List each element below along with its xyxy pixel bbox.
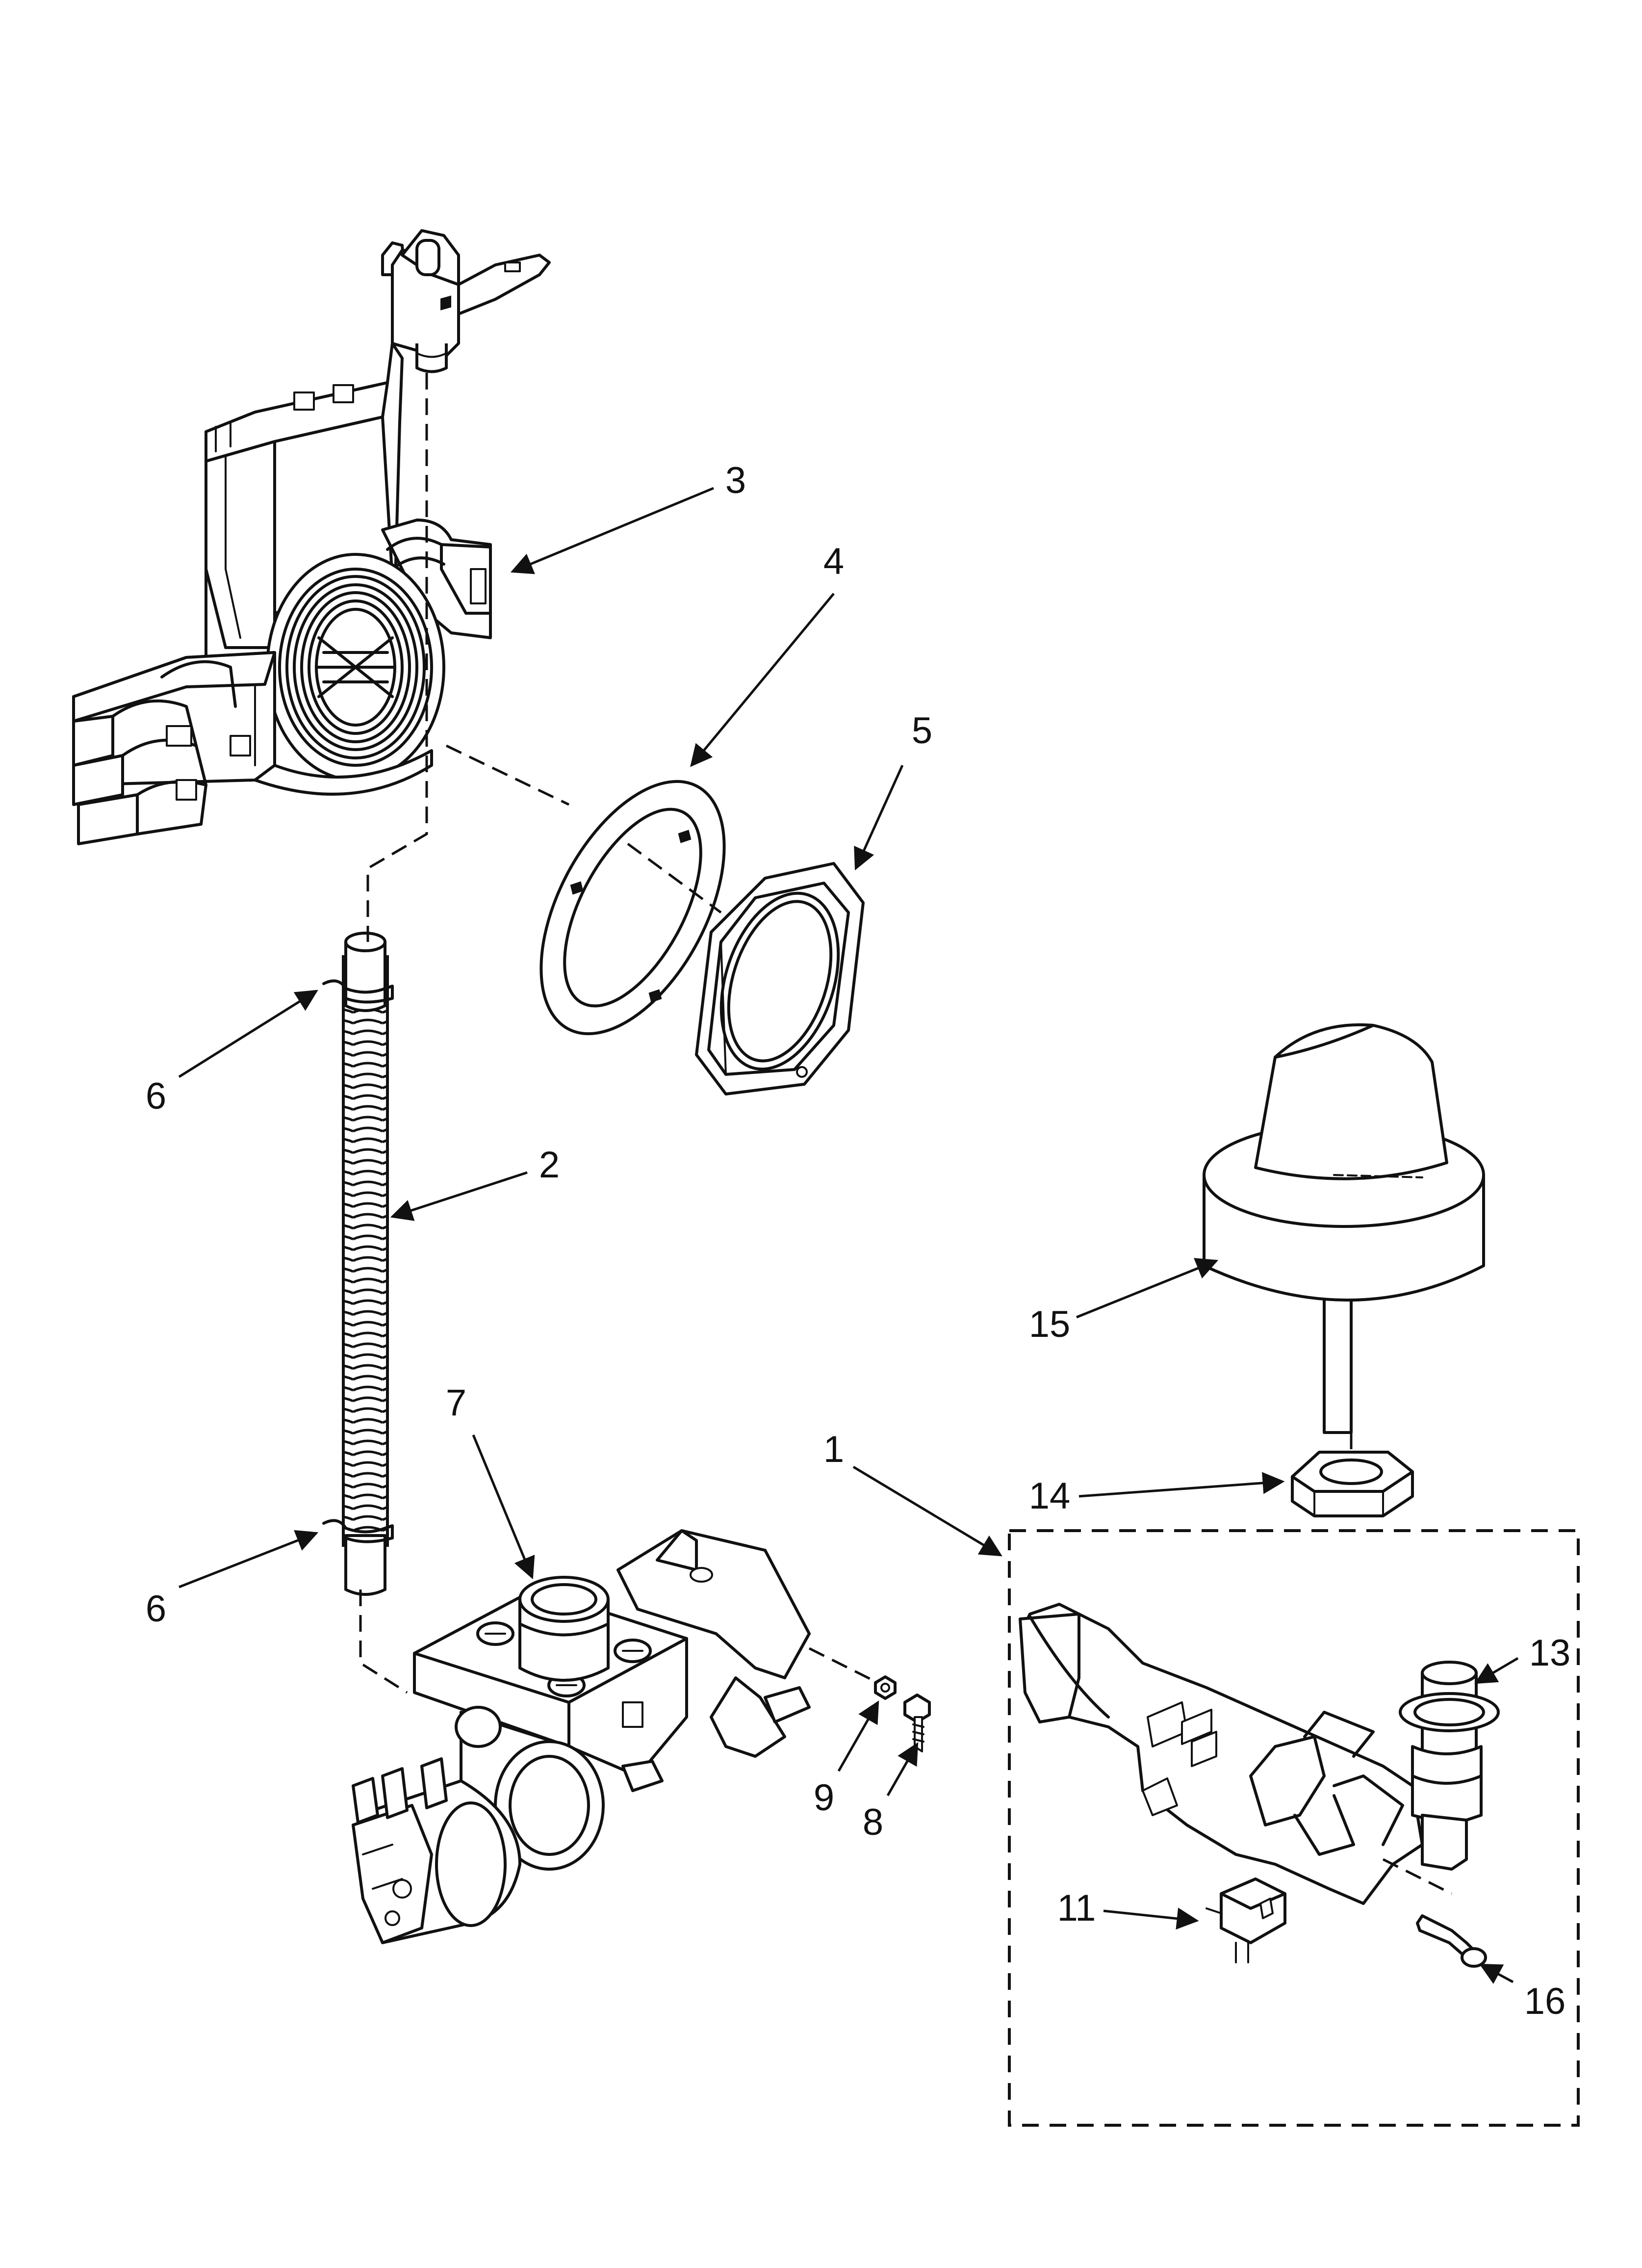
part-7-valve xyxy=(352,1529,811,1944)
part-5-nut xyxy=(695,862,865,1095)
callout-labels: 1 2 3 4 5 6 6 7 8 9 11 13 14 15 16 xyxy=(146,460,1570,2022)
assembly-1-boundary xyxy=(1008,1529,1580,2127)
part-14-hex-nut xyxy=(1291,1451,1414,1517)
part-9-washer xyxy=(874,1675,897,1700)
callout-4: 4 xyxy=(823,541,844,582)
part-15-float xyxy=(1203,1023,1485,1434)
callout-14: 14 xyxy=(1029,1475,1071,1517)
part-8-screw xyxy=(903,1694,931,1752)
callout-7: 7 xyxy=(446,1382,466,1424)
part-4-gasket xyxy=(539,780,726,1036)
part-3-housing xyxy=(72,229,551,845)
callout-1: 1 xyxy=(823,1429,844,1470)
part-2-hose xyxy=(322,932,394,1596)
callout-9: 9 xyxy=(814,1777,834,1819)
callout-8: 8 xyxy=(863,1801,883,1843)
callout-11: 11 xyxy=(1057,1887,1096,1929)
part-1-assembly xyxy=(1019,1603,1500,1968)
callout-13: 13 xyxy=(1529,1632,1571,1674)
callout-5: 5 xyxy=(912,710,932,752)
callout-16: 16 xyxy=(1524,1981,1566,2022)
callout-15: 15 xyxy=(1029,1303,1071,1345)
leader-arrows xyxy=(178,487,1519,1984)
callout-6-bottom: 6 xyxy=(146,1588,166,1630)
callout-2: 2 xyxy=(539,1144,560,1186)
callout-6-top: 6 xyxy=(146,1075,166,1117)
alignment-lines xyxy=(359,373,1353,1694)
callout-3: 3 xyxy=(725,460,746,501)
